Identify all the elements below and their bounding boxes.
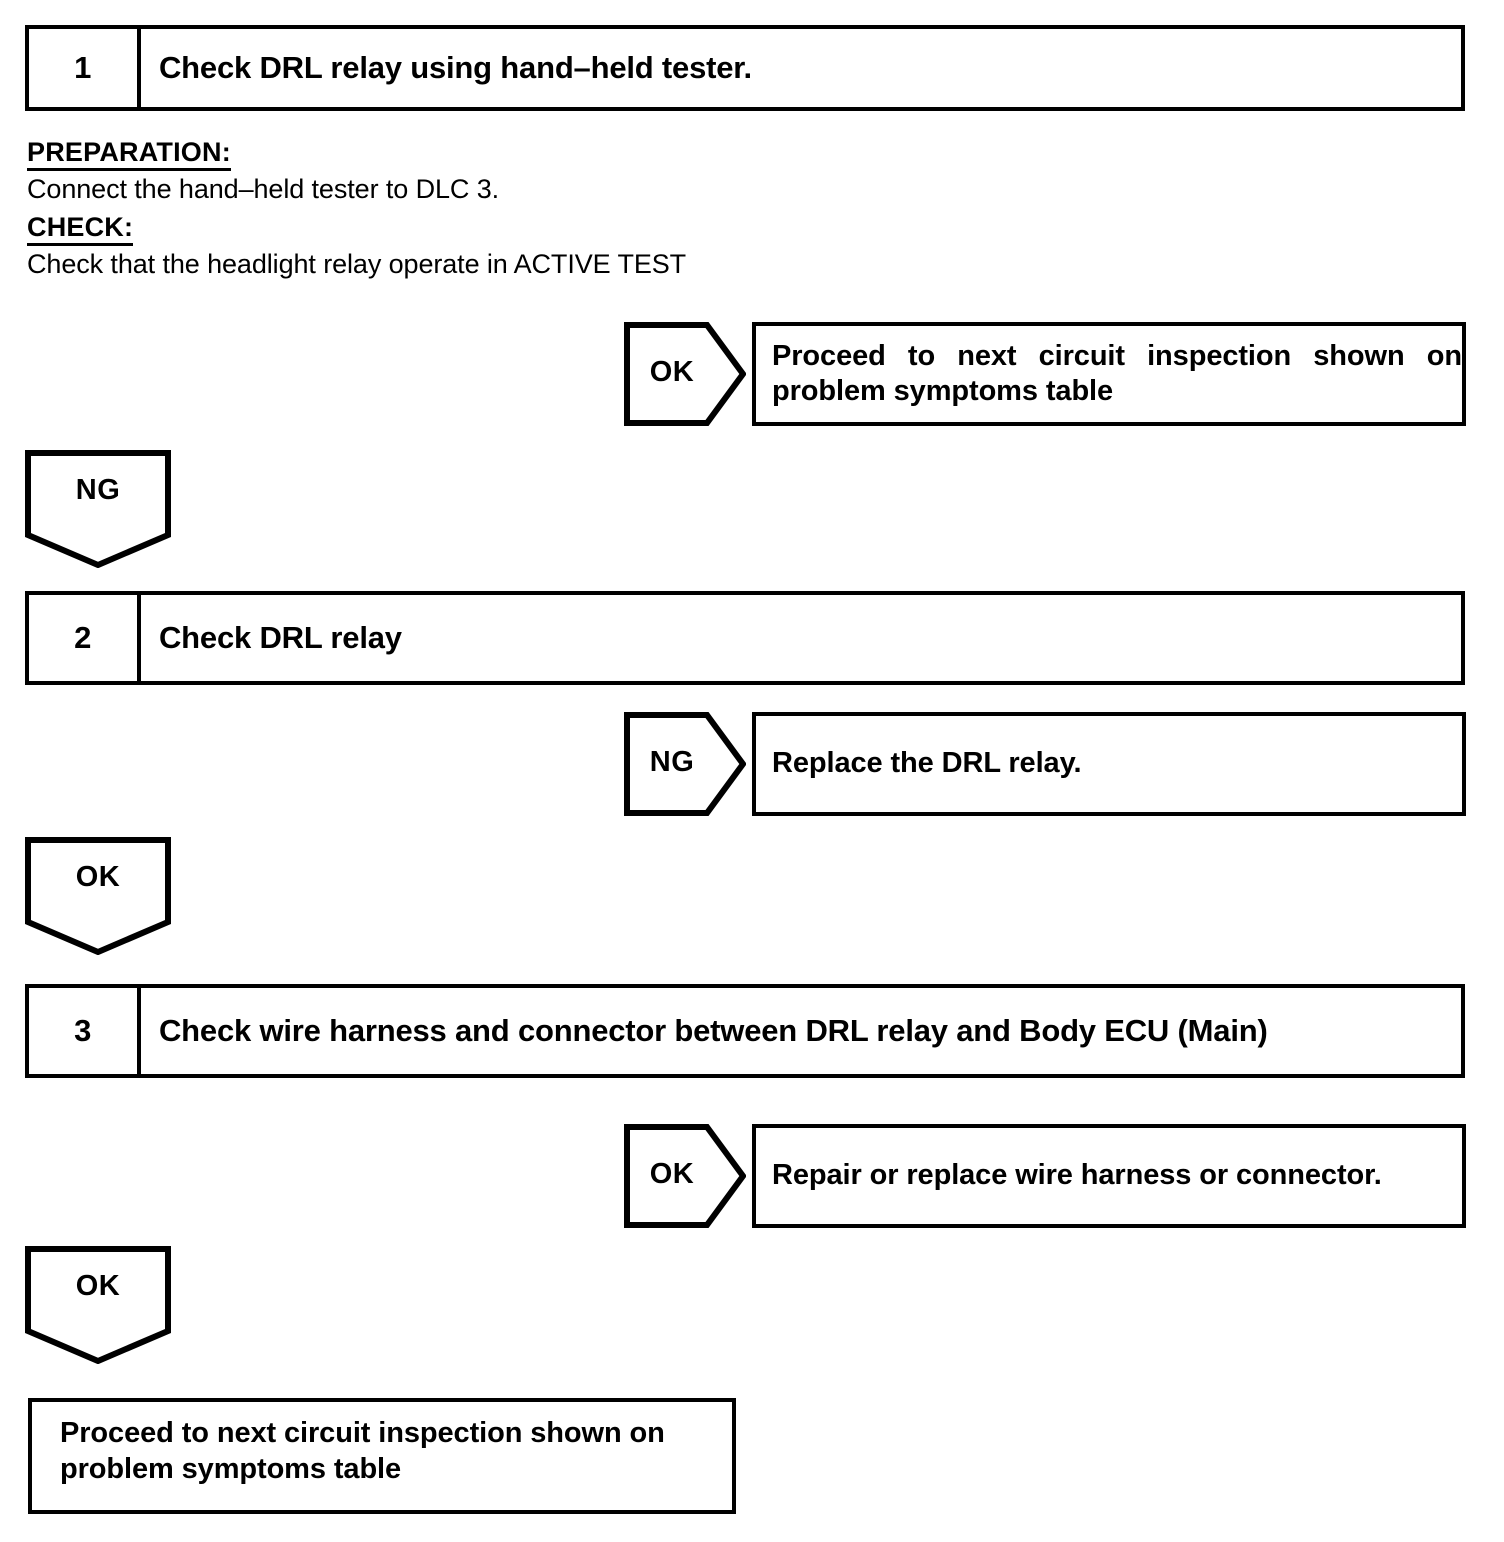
- branch-label-1: OK: [649, 355, 695, 388]
- branch-row-3: OK Repair or replace wire harness or con…: [624, 1124, 1466, 1228]
- preparation-heading-wrap: PREPARATION:: [27, 137, 927, 174]
- arrow-down-icon: [25, 1246, 171, 1364]
- terminal-line1: Proceed to next circuit inspection shown…: [60, 1417, 665, 1449]
- terminal-line2: problem symptoms table: [60, 1452, 402, 1485]
- branch-row-2: NG Replace the DRL relay.: [624, 712, 1466, 816]
- branch-result-line2-1: problem symptoms table: [772, 375, 1114, 407]
- connector-arrow-ok-3: OK: [25, 1246, 171, 1364]
- branch-label-3: OK: [649, 1157, 695, 1190]
- step-box-3: 3 Check wire harness and connector betwe…: [25, 984, 1465, 1078]
- branch-label-2: NG: [649, 745, 695, 778]
- step-title-3: Check wire harness and connector between…: [159, 1013, 1268, 1048]
- branch-result-text-2: Replace the DRL relay.: [772, 746, 1082, 781]
- step-title-1: Check DRL relay using hand–held tester.: [159, 50, 752, 85]
- check-text: Check that the headlight relay operate i…: [27, 249, 687, 280]
- arrow-right-icon: [624, 712, 746, 816]
- connector-label-2: OK: [75, 860, 121, 893]
- branch-arrow-ng-2: NG: [624, 712, 746, 816]
- step-number-1: 1: [29, 29, 141, 107]
- step-title-2: Check DRL relay: [159, 620, 402, 655]
- step-number-3: 3: [29, 988, 141, 1074]
- arrow-down-icon: [25, 837, 171, 955]
- connector-label-1: NG: [75, 473, 121, 506]
- step-box-2: 2 Check DRL relay: [25, 591, 1465, 685]
- preparation-text: Connect the hand–held tester to DLC 3.: [27, 174, 500, 205]
- branch-result-line1-2: Replace the DRL relay.: [772, 747, 1082, 780]
- connector-label-3: OK: [75, 1269, 121, 1302]
- branch-arrow-ok-3: OK: [624, 1124, 746, 1228]
- branch-result-text-1: Proceed to next circuit inspection shown…: [772, 339, 1462, 410]
- check-heading-wrap: CHECK:: [27, 212, 927, 249]
- branch-result-box-1: Proceed to next circuit inspection shown…: [752, 322, 1466, 426]
- branch-arrow-ok-1: OK: [624, 322, 746, 426]
- arrow-down-icon: [25, 450, 171, 568]
- terminal-box: Proceed to next circuit inspection shown…: [28, 1398, 736, 1514]
- connector-arrow-ng-1: NG: [25, 450, 171, 568]
- branch-result-text-3: Repair or replace wire harness or connec…: [772, 1158, 1382, 1193]
- step-number-2: 2: [29, 595, 141, 681]
- connector-arrow-ok-2: OK: [25, 837, 171, 955]
- arrow-right-icon: [624, 322, 746, 426]
- step-box-1: 1 Check DRL relay using hand–held tester…: [25, 25, 1465, 111]
- branch-result-box-3: Repair or replace wire harness or connec…: [752, 1124, 1466, 1228]
- branch-result-line1-1: Proceed to next circuit inspection shown…: [772, 339, 1462, 372]
- branch-row-1: OK Proceed to next circuit inspection sh…: [624, 322, 1466, 426]
- branch-result-line1-3: Repair or replace wire harness or connec…: [772, 1159, 1382, 1192]
- arrow-right-icon: [624, 1124, 746, 1228]
- branch-result-box-2: Replace the DRL relay.: [752, 712, 1466, 816]
- check-heading: CHECK:: [27, 212, 134, 247]
- preparation-block: PREPARATION: Connect the hand–held teste…: [27, 137, 927, 287]
- terminal-text: Proceed to next circuit inspection shown…: [60, 1416, 665, 1488]
- preparation-heading: PREPARATION:: [27, 137, 231, 172]
